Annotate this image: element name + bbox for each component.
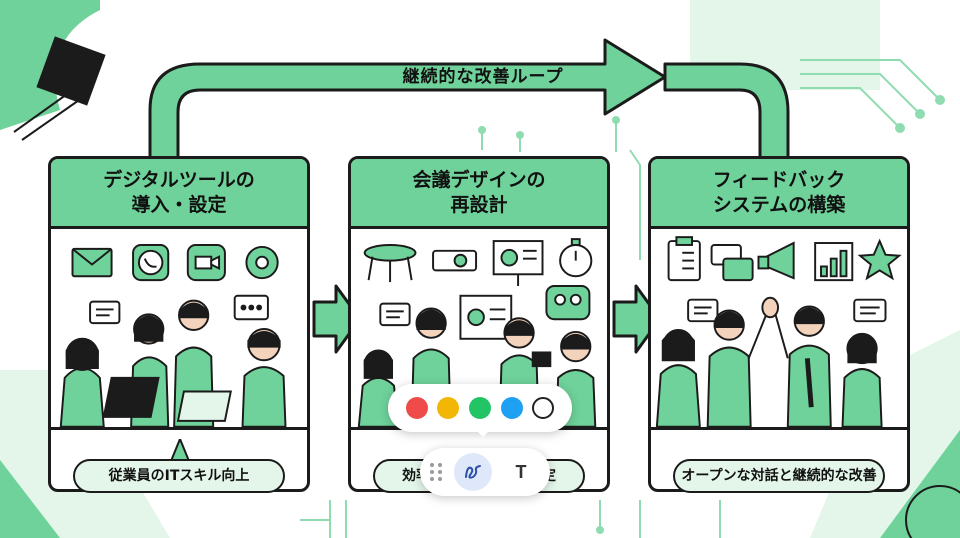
black-square-decor <box>13 36 106 141</box>
text-tool-button[interactable]: T <box>515 461 527 482</box>
panel-divider <box>51 427 307 430</box>
circuit-lines <box>300 59 945 538</box>
megaphone-icon <box>757 241 795 280</box>
people-group <box>59 299 287 428</box>
panel-feedback-system: フィードバック システムの構築 <box>648 156 910 493</box>
presentation-screen <box>459 294 513 340</box>
panel-title-line1: フィードバック <box>712 168 846 191</box>
draw-tool-button[interactable] <box>454 453 492 491</box>
chat-bubble-icon <box>379 302 411 327</box>
video-camera-icon <box>186 243 226 282</box>
chat-bubble-icon <box>89 300 121 325</box>
panel-caption: オープンな対話と継続的な改善 <box>673 459 885 493</box>
loop-label: 継続的な改善ループ <box>402 67 564 87</box>
chat-bubbles-icon <box>710 243 754 282</box>
panel-digital-tools: デジタルツールの 導入・設定 従業員のITスキル向上 <box>48 156 310 493</box>
color-swatch-white[interactable] <box>532 397 555 419</box>
panel-illustration <box>59 243 287 428</box>
panel-caption: 従業員のITスキル向上 <box>73 459 285 493</box>
presentation-board-icon <box>492 240 544 287</box>
clipboard-checklist-icon <box>667 236 701 282</box>
color-swatch-blue[interactable] <box>500 397 523 419</box>
panel-title: 会議デザインの 再設計 <box>351 159 607 229</box>
loop-arrow <box>148 38 790 160</box>
color-swatch-red[interactable] <box>405 397 428 419</box>
people-icon <box>545 285 591 321</box>
panel-title-line1: デジタルツールの <box>103 168 255 191</box>
mail-icon <box>71 247 113 278</box>
caption-pointer <box>171 439 189 461</box>
chat-bubble-icon <box>687 298 719 323</box>
drag-handle-icon[interactable] <box>430 461 444 483</box>
panel-divider <box>651 427 907 430</box>
panel-title-line1: 会議デザインの <box>412 168 546 191</box>
panel-illustration <box>357 238 597 428</box>
panel-illustration <box>655 236 902 428</box>
growth-chart-icon <box>814 242 854 282</box>
panel-title: フィードバック システムの構築 <box>651 159 907 229</box>
toolbar-pointer <box>476 430 490 437</box>
chat-bubble-icon <box>853 298 887 323</box>
color-swatch-green[interactable] <box>468 397 491 419</box>
round-table-icon <box>363 243 417 283</box>
star-icon <box>857 238 902 281</box>
panel-title-line2: システムの構築 <box>712 193 846 216</box>
panel-meeting-design: 会議デザインの 再設計 効率的な議論と意思決定 <box>348 156 610 493</box>
panel-title: デジタルツールの 導入・設定 <box>51 159 307 229</box>
annotation-toolbar: T <box>420 448 550 496</box>
phone-chat-icon <box>132 243 170 282</box>
panel-title-line2: 再設計 <box>450 193 508 216</box>
panel-title-line2: 導入・設定 <box>131 193 227 216</box>
projector-icon <box>432 249 478 272</box>
color-picker-toolbar <box>388 384 572 432</box>
color-swatch-yellow[interactable] <box>437 397 460 419</box>
ellipsis-bubble-icon <box>233 294 269 321</box>
squiggle-pen-icon <box>465 465 481 479</box>
gear-icon <box>245 245 279 280</box>
people-group <box>655 296 883 428</box>
stopwatch-icon <box>559 238 593 278</box>
